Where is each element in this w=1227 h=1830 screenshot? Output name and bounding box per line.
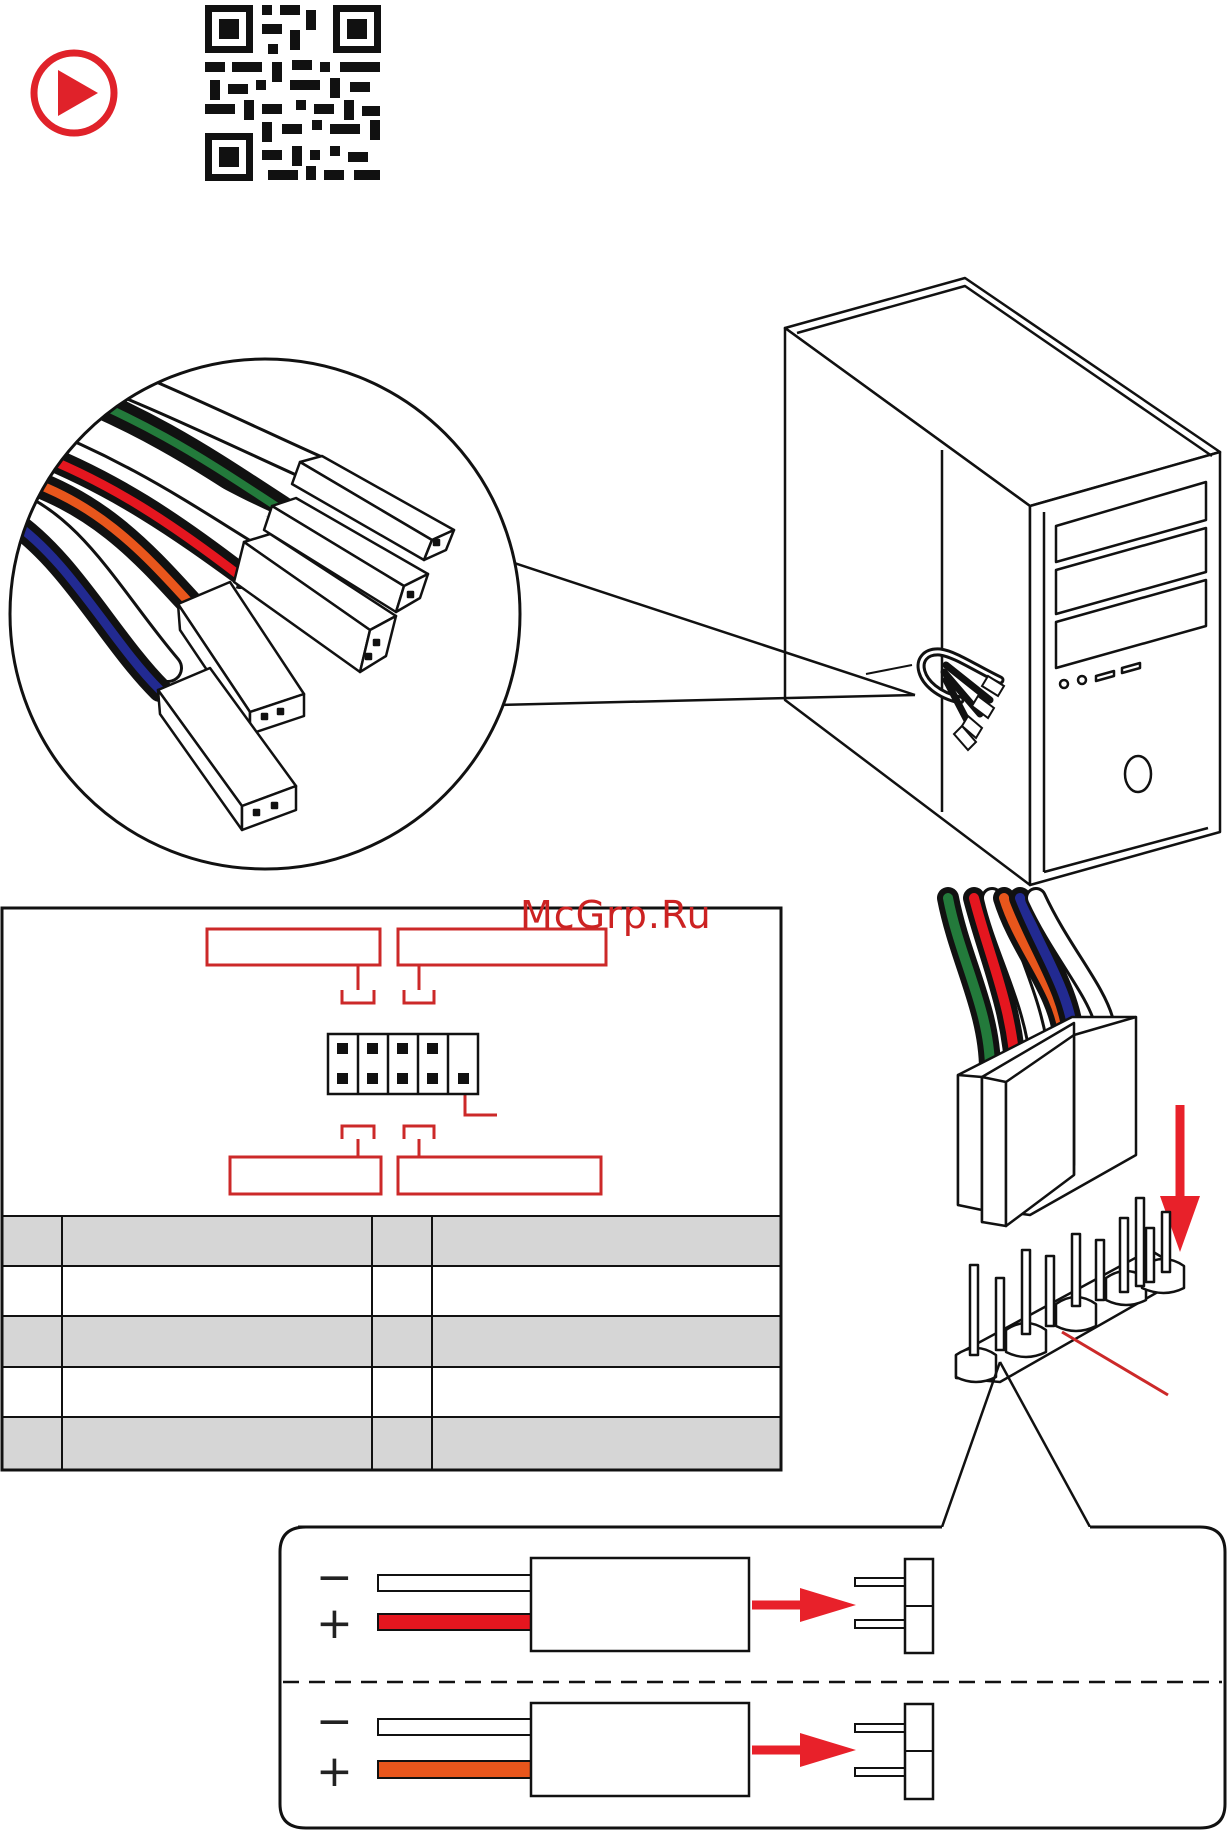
pin-header-3d [954, 1196, 1186, 1384]
play-icon[interactable] [30, 49, 118, 137]
pc-tower [783, 276, 1222, 887]
plug-arrow-icon-2 [752, 1733, 856, 1767]
magnified-connectors [8, 357, 522, 871]
plus-sign-1: + [316, 1598, 353, 1649]
label-box-bottom-left [228, 1155, 383, 1196]
label-box-top-right [396, 927, 608, 967]
label-box-top-left [205, 927, 382, 967]
qr-code-icon[interactable] [205, 5, 381, 181]
watermark-text: McGrp.Ru [520, 893, 712, 937]
label-box-bottom-right [396, 1155, 603, 1196]
minus-sign-2: − [316, 1696, 353, 1747]
plus-sign-2: + [316, 1746, 353, 1797]
minus-sign-1: − [316, 1552, 353, 1603]
right-connector-housings [956, 1015, 1138, 1228]
insert-direction-arrow [1160, 1105, 1200, 1252]
polarity-panel [278, 1525, 1227, 1830]
polarity-row-1 [377, 1556, 935, 1655]
polarity-row-2 [377, 1701, 935, 1801]
pin-header-2x5 [326, 1032, 480, 1096]
plug-arrow-icon-1 [752, 1588, 856, 1622]
tower-mini-connectors [952, 674, 1006, 752]
header-pinout-panel [0, 906, 783, 1472]
pin-table [1, 1215, 782, 1471]
